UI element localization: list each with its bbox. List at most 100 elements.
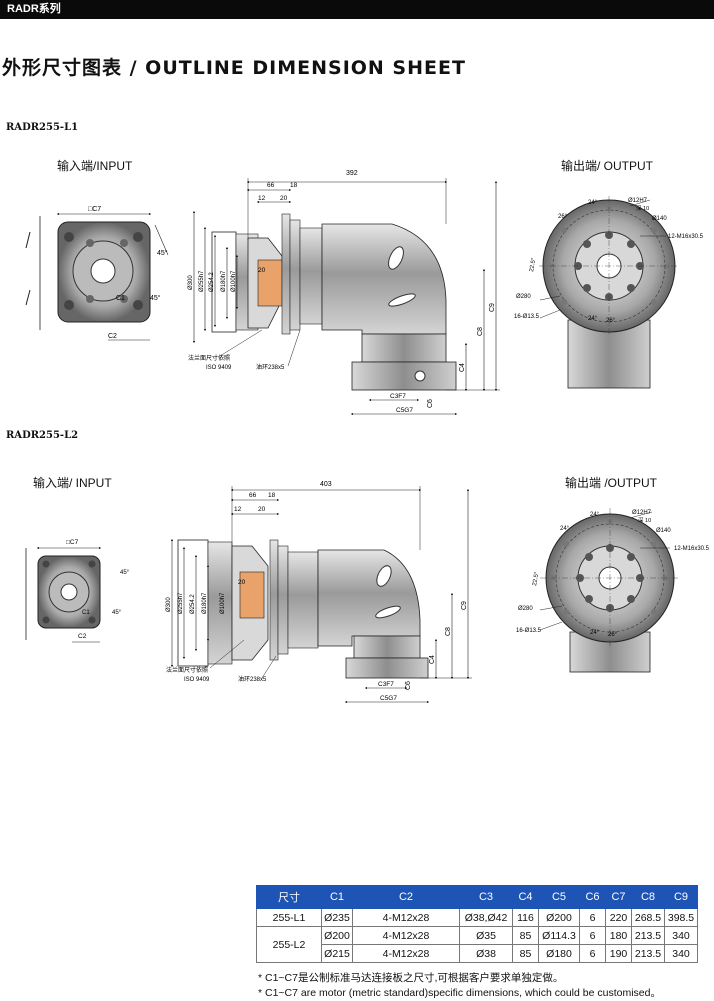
header-c5: C5	[538, 885, 580, 909]
out-holes-l1: 16-Ø13.5	[514, 314, 540, 320]
dim-c9-l1: C9	[489, 303, 496, 312]
dim-angle2-l1: 45°	[157, 249, 168, 257]
dim-phi254-l2: Ø254.2	[190, 594, 196, 614]
note-flange-l1: 法兰面尺寸依照	[188, 354, 230, 362]
dim-phi100-l1: Ø100h7	[231, 270, 237, 292]
dim-18-l2: 18	[268, 492, 276, 499]
side-view-l2	[170, 486, 472, 704]
dim-c5-l2: C5G7	[380, 695, 397, 702]
dim-angle-l1: 45°	[150, 294, 161, 302]
dim-c7-l1: □C7	[88, 206, 101, 213]
cell: 190	[605, 944, 632, 963]
dim-phi255-l1: Ø255h7	[199, 270, 205, 292]
cell: Ø235	[321, 908, 353, 927]
dim-phi255-l2: Ø255h7	[178, 592, 184, 614]
cell: 340	[664, 926, 698, 945]
dimension-table: 尺寸 C1 C2 C3 C4 C5 C6 C7 C8 C9 255-L1 Ø23…	[256, 885, 698, 963]
note-oilring-l1: 油环238x5	[256, 363, 285, 371]
cell: 213.5	[631, 944, 665, 963]
dim-12-l2: 12	[234, 506, 242, 513]
dim-20a-l2: 20	[258, 506, 266, 513]
dim-overall-l2: 403	[320, 481, 332, 488]
out-phi280-l1: Ø280	[516, 294, 531, 300]
input-view-l1	[25, 212, 169, 341]
out-phi140-l1: Ø140	[652, 216, 667, 222]
cell: Ø215	[321, 944, 353, 963]
header-c9: C9	[664, 885, 698, 909]
cell: Ø38	[459, 944, 513, 963]
out-holes-l2: 16-Ø13.5	[516, 628, 542, 634]
cell: Ø200	[538, 908, 580, 927]
out-a26b-l1: 26°	[606, 318, 616, 324]
technical-drawings: □C7 C2 C1 45° 45° 392 66	[25, 170, 710, 704]
cell: 85	[512, 944, 539, 963]
header-c8: C8	[631, 885, 665, 909]
cell: Ø35	[459, 926, 513, 945]
model-label-l2: RADR255-L2	[6, 430, 79, 441]
header-c1: C1	[321, 885, 353, 909]
dim-c3-l1: C3F7	[390, 393, 406, 400]
out-a26b-l2: 26°	[608, 632, 618, 638]
out-a24-l1: 24°	[588, 200, 598, 206]
out-phi12-l2: Ø12H7	[632, 510, 652, 516]
dim-20a-l1: 20	[280, 195, 288, 202]
dim-c2-l1: C2	[108, 333, 117, 340]
cell: 6	[579, 926, 606, 945]
header-c7: C7	[605, 885, 632, 909]
out-a24b-l1: 24°	[588, 316, 598, 322]
cell: 340	[664, 944, 698, 963]
dim-c8-l1: C8	[477, 327, 484, 336]
out-phi140-l2: Ø140	[656, 528, 671, 534]
note-iso-l1: ISO 9409	[206, 365, 232, 371]
header-c6: C6	[579, 885, 606, 909]
header-size: 尺寸	[256, 885, 322, 909]
dim-phi180-l2: Ø180h7	[202, 592, 208, 614]
dim-66-l1: 66	[267, 182, 275, 189]
header-c2: C2	[352, 885, 460, 909]
dim-18-l1: 18	[290, 182, 298, 189]
dim-c9-l2: C9	[461, 601, 468, 610]
out-a24-l2: 24°	[590, 512, 600, 518]
cell: 85	[512, 926, 539, 945]
dim-c5-l1: C5G7	[396, 407, 413, 414]
header-c4: C4	[512, 885, 539, 909]
out-m16-l2: 12-M16x30.5	[674, 546, 710, 552]
dim-c3-l2: C3F7	[378, 681, 394, 688]
dim-angle-l2: 45°	[112, 610, 122, 616]
table-row: Ø215 4-M12x28 Ø38 85 Ø180 6 190 213.5 34…	[257, 944, 698, 963]
dim-phi300-l2: Ø300	[166, 597, 172, 612]
out-m16-l1: 12-M16x30.5	[668, 234, 704, 240]
cell: 4-M12x28	[352, 926, 460, 945]
dim-c6-l2: C6	[405, 681, 412, 690]
cell: Ø38,Ø42	[459, 908, 513, 927]
dim-c7-l2: □C7	[66, 539, 79, 546]
output-view-l1	[539, 196, 679, 389]
dim-c8-l2: C8	[445, 627, 452, 636]
out-a26-l1: 26°	[558, 214, 568, 220]
cell: 180	[605, 926, 632, 945]
dim-c1-l2: C1	[82, 610, 90, 616]
input-caption-l2: 输入端/ INPUT	[33, 476, 112, 490]
dim-c1-l1: C1	[116, 295, 125, 302]
cell: 116	[512, 908, 539, 927]
dim-12-l1: 12	[258, 195, 266, 202]
cell: 220	[605, 908, 632, 927]
side-view-l1	[192, 178, 500, 416]
cell: 268.5	[631, 908, 665, 927]
cell: 213.5	[631, 926, 665, 945]
cell: 4-M12x28	[352, 944, 460, 963]
dim-c6-l1: C6	[427, 399, 434, 408]
input-caption-l1: 输入端/INPUT	[57, 159, 133, 173]
dim-20b-l2: 20	[238, 579, 246, 586]
note-cn: * C1~C7是公制标准马达连接板之尺寸,可根据客户要求单独定做。	[258, 972, 564, 984]
note-en: * C1~C7 are motor (metric standard)speci…	[258, 987, 661, 999]
dim-c2-l2: C2	[78, 633, 87, 640]
dim-c4-l1: C4	[459, 363, 466, 372]
cell: 255-L1	[256, 908, 322, 927]
dim-overall-l1: 392	[346, 170, 358, 177]
cell: Ø180	[538, 944, 580, 963]
dim-angle2-l2: 45°	[120, 570, 130, 576]
output-caption-l1: 输出端/ OUTPUT	[561, 159, 653, 173]
cell: 398.5	[664, 908, 698, 927]
dim-20b-l1: 20	[258, 267, 266, 274]
